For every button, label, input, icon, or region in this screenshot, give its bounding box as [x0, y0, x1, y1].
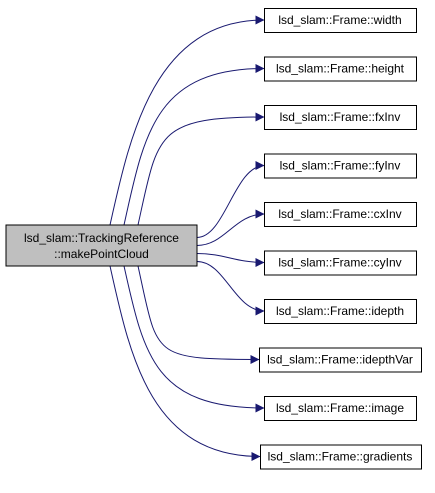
callee-label-height: lsd_slam::Frame::height	[276, 62, 405, 76]
edge-to-image	[123, 265, 265, 413]
callee-label-cyinv: lsd_slam::Frame::cyInv	[278, 256, 401, 270]
edge-to-fyinv	[196, 161, 265, 238]
source-node-label-line1: lsd_slam::TrackingReference	[24, 231, 179, 245]
callee-box-fyinv	[264, 153, 417, 179]
callee-label-gradients: lsd_slam::Frame::gradients	[268, 450, 413, 464]
callee-label-idepth: lsd_slam::Frame::idepth	[276, 304, 404, 318]
edge-to-cyinv	[196, 253, 265, 267]
edge-to-gradients	[109, 265, 261, 461]
edge-to-fxinv	[137, 112, 265, 226]
callee-label-idepthvar: lsd_slam::Frame::idepthVar	[267, 353, 413, 367]
source-node-box	[5, 224, 198, 267]
callee-node-gradients[interactable]: lsd_slam::Frame::gradients	[260, 444, 422, 470]
source-node[interactable]: lsd_slam::TrackingReference ::makePointC…	[5, 224, 198, 267]
callee-box-cyinv	[264, 250, 417, 276]
callee-box-idepthvar	[259, 347, 422, 373]
callee-nodes: lsd_slam::Frame::widthlsd_slam::Frame::h…	[259, 8, 422, 470]
callee-box-width	[264, 8, 417, 33]
callee-node-image[interactable]: lsd_slam::Frame::image	[264, 396, 417, 421]
call-edges	[109, 15, 265, 461]
edge-to-height	[123, 64, 265, 226]
callee-node-height[interactable]: lsd_slam::Frame::height	[264, 56, 417, 82]
callee-node-cxinv[interactable]: lsd_slam::Frame::cxInv	[264, 202, 417, 227]
callee-box-cxinv	[264, 202, 417, 227]
edge-to-cxinv	[196, 209, 265, 246]
callee-node-fxinv[interactable]: lsd_slam::Frame::fxInv	[264, 105, 417, 130]
callee-label-cxinv: lsd_slam::Frame::cxInv	[278, 207, 401, 221]
edge-to-idepthvar	[137, 265, 260, 364]
callee-node-fyinv[interactable]: lsd_slam::Frame::fyInv	[264, 153, 417, 179]
callee-label-image: lsd_slam::Frame::image	[276, 401, 404, 415]
callee-node-cyinv[interactable]: lsd_slam::Frame::cyInv	[264, 250, 417, 276]
callee-box-image	[264, 396, 417, 421]
callee-box-fxinv	[264, 105, 417, 130]
callee-label-fxinv: lsd_slam::Frame::fxInv	[280, 110, 401, 124]
edge-to-idepth	[196, 261, 265, 316]
callee-node-idepthvar[interactable]: lsd_slam::Frame::idepthVar	[259, 347, 422, 373]
callee-label-fyinv: lsd_slam::Frame::fyInv	[280, 159, 401, 173]
callee-node-idepth[interactable]: lsd_slam::Frame::idepth	[264, 299, 417, 324]
source-node-label-line2: ::makePointCloud	[54, 247, 149, 261]
callee-box-idepth	[264, 299, 417, 324]
edge-to-width	[109, 15, 265, 226]
callee-label-width: lsd_slam::Frame::width	[278, 13, 401, 27]
callee-box-gradients	[260, 444, 422, 470]
callee-box-height	[264, 56, 417, 82]
callee-node-width[interactable]: lsd_slam::Frame::width	[264, 8, 417, 33]
